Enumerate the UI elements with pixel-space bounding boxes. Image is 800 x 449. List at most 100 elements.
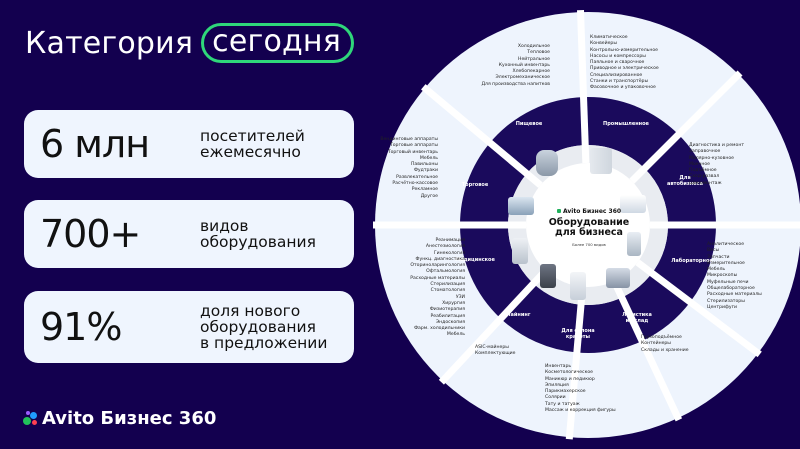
sector-divider [565, 286, 587, 440]
center-brand: Avito Бизнес 360 [548, 208, 630, 215]
list-item: Сход-развал [689, 174, 720, 180]
list-item: Парикмахерское [545, 389, 586, 395]
list-item: Расчётно-кассовое [392, 181, 438, 187]
list-item: Диагностика и ремонт [689, 143, 744, 148]
sector-divider [629, 70, 743, 184]
list-item: Физиотерапия [429, 307, 465, 313]
stat-description: посетителей ежемесячно [200, 127, 305, 161]
list-item: Для производства напитков [481, 81, 550, 87]
list-item: Холодильное [517, 44, 550, 49]
list-item: Солярии [545, 395, 566, 401]
list-item: Весы [707, 248, 720, 254]
category-sector [489, 97, 586, 174]
category-sector [583, 97, 679, 169]
stat-value: 6 млн [40, 122, 150, 166]
list-item: Малярно-кузовное [689, 155, 734, 161]
list-item: Массаж и коррекция фигуры [545, 408, 616, 414]
list-item: Расходные материалы [410, 275, 465, 281]
list-item: Фарм. холодильники [414, 326, 465, 332]
list-item: Косметологическое [545, 370, 593, 376]
center-subtitle: Более 700 видов [572, 242, 606, 247]
stat-value: 91% [40, 305, 122, 349]
list-item: Специализированное [590, 72, 643, 78]
stat-description: доля нового оборудования в предложении [200, 302, 328, 352]
list-item: Микроскопы [707, 273, 738, 279]
sector-label-medical: Медицинское [455, 257, 495, 263]
category-sector [644, 134, 716, 225]
logo-text: Avito Бизнес 360 [42, 408, 217, 429]
category-sector [460, 225, 534, 319]
stat-value: 700+ [40, 212, 141, 256]
list-item: Эпиляция [545, 382, 569, 388]
list-item: Стерилизация [430, 282, 465, 288]
list-item: Мебель [707, 267, 726, 273]
footer-logo: Avito Бизнес 360 [23, 408, 216, 429]
list-item: Приводное и электрическое [590, 66, 659, 72]
list-item: Контейнеры [641, 341, 671, 347]
sector-dividers [373, 10, 800, 440]
list-item: Рекламное [411, 187, 438, 193]
list-item: Нейтральное [518, 56, 550, 62]
center-heading: Оборудование для бизнеса [548, 217, 630, 238]
list-item: Анестезиология [425, 244, 465, 250]
stat-card-types: 700+ видов оборудования [24, 200, 354, 268]
sector-label-mining: Майнинг [505, 312, 531, 318]
title-main: Категория [25, 25, 194, 61]
sector-label-lab: Лабораторное [671, 258, 713, 264]
list-item: Склады и хранение [641, 347, 689, 353]
list-item: Измерительное [707, 260, 745, 266]
list-item: ASIC-майнеры [475, 345, 509, 350]
page-title: Категория сегодня [25, 23, 354, 63]
title-highlight-pill: сегодня [201, 23, 354, 63]
list-item: Вендинговые аппараты [380, 137, 438, 142]
oven-image [536, 150, 558, 176]
avito-dots-icon [23, 410, 39, 427]
list-item: Стоматология [430, 288, 465, 294]
stat-description: видов оборудования [200, 217, 316, 251]
list-item: Расходные материалы [707, 292, 762, 298]
list-item: Грузоподъёмное [641, 335, 682, 340]
list-item: Павильоны [410, 162, 438, 168]
list-item: Конвейеры [590, 41, 617, 47]
sector-divider [611, 279, 683, 422]
list-item: Насосы и компрессоры [590, 53, 646, 59]
list-item: Центрифуги [707, 304, 738, 310]
list-item: Мебель [419, 155, 438, 161]
list-item: Шиномонтаж [689, 180, 722, 186]
container-image [590, 148, 612, 174]
sector-divider [576, 10, 590, 164]
list-item: Маникюр и педикюр [545, 376, 595, 382]
sector-divider [438, 267, 549, 385]
list-item: Функц. диагностика [415, 256, 465, 262]
list-item: Стерилизаторы [707, 298, 745, 304]
list-item: Торговые аппараты [389, 143, 438, 149]
sector-label-trade: Торговое [461, 182, 489, 188]
stat-card-new-share: 91% доля нового оборудования в предложен… [24, 291, 354, 363]
list-item: Фудтраки [413, 168, 438, 174]
sector-divider [635, 259, 762, 358]
microscope-image [627, 232, 641, 256]
list-item: Развлекательное [396, 174, 438, 180]
list-item: Общелабораторное [707, 286, 755, 292]
list-item: Оториноларингология [410, 263, 465, 269]
list-item: Станки и транспортёры [590, 79, 649, 85]
list-item: Тепловое [527, 50, 550, 56]
beauty-device-image [570, 272, 586, 300]
list-item: Паяльное и сварочное [590, 60, 645, 66]
list-item: Торговый инвентарь [387, 149, 438, 155]
list-item: Фасовочное и упаковочное [590, 85, 656, 91]
list-item: Офтальмология [426, 269, 465, 275]
list-item: Аналитическое [707, 242, 745, 247]
